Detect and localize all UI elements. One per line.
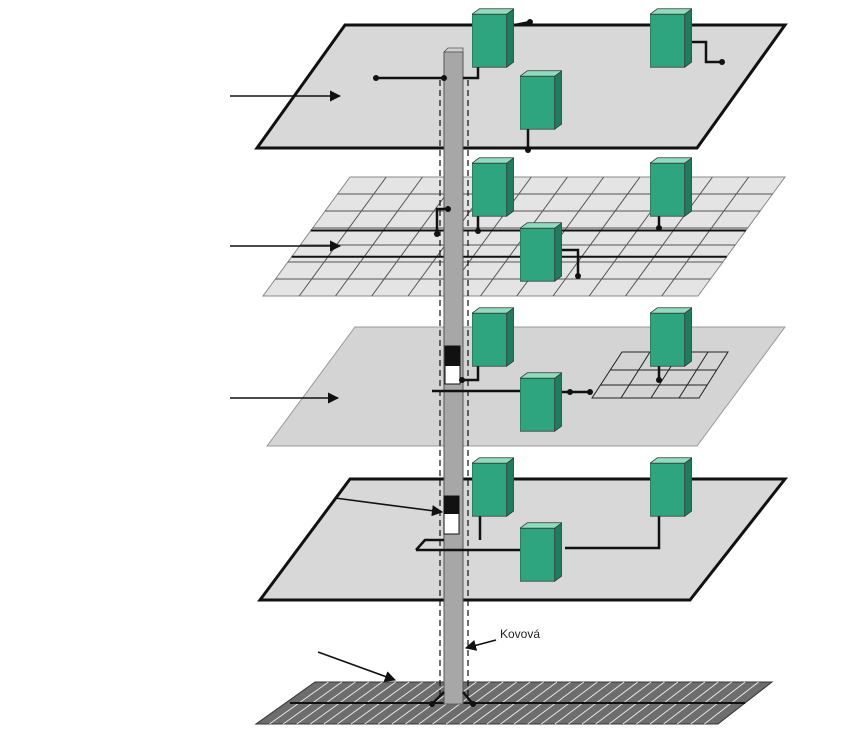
level-3-local-grid <box>591 351 729 399</box>
mesh-line <box>298 176 387 297</box>
ground-bar-level-3 <box>444 345 461 385</box>
cabinet-icon <box>520 372 562 432</box>
column-label: Kovová <box>500 627 540 641</box>
ground-bar-level-4 <box>443 495 460 535</box>
mesh-line <box>335 176 423 297</box>
cabinet-icon <box>650 457 692 517</box>
cabinet-icon <box>650 307 692 367</box>
cabinet-icon <box>650 157 692 217</box>
arrow-ground-grid <box>317 651 397 682</box>
mesh-line <box>625 176 713 297</box>
cabinet-icon <box>520 70 562 130</box>
cabinet-icon <box>520 522 562 582</box>
cabinet-icon <box>520 222 562 282</box>
cabinet-icon <box>472 157 514 217</box>
mesh-line <box>552 176 641 297</box>
mesh-line <box>661 176 750 297</box>
pointer-arrows <box>230 90 497 682</box>
cabinet-icon <box>472 307 514 367</box>
cabinet-icon <box>472 8 514 68</box>
cabinet-icon <box>650 8 692 68</box>
connection-points <box>373 19 725 707</box>
arrow-ground-bar <box>334 497 444 517</box>
cabinet-icon <box>472 457 514 517</box>
arrow-column <box>464 639 497 651</box>
